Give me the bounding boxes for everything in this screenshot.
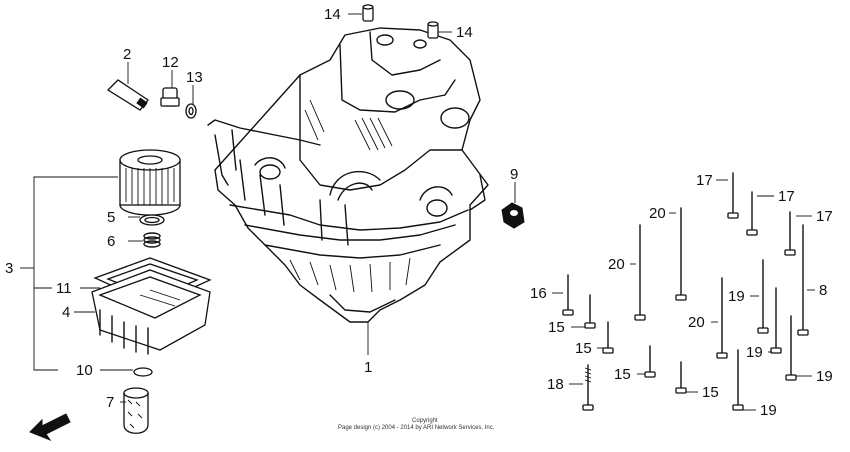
callout-15-c: 15 [614,366,631,383]
bolt-part-15-a[interactable] [584,294,596,329]
callout-15-d: 15 [702,384,719,401]
bolt-part-20-b[interactable] [634,224,646,321]
oil-filter-part[interactable] [119,149,181,216]
callout-6: 6 [107,233,115,250]
fwd-label: FWD [44,415,69,435]
washer-part-13[interactable] [185,103,197,119]
copyright-notice: Copyright Page design (c) 2004 - 2014 by… [338,418,495,431]
drain-bolt-part-12[interactable] [160,87,180,107]
o-ring-part-5[interactable] [139,214,165,226]
callout-12: 12 [162,54,179,71]
dowel-pin-14-right[interactable] [427,21,439,39]
callout-17-a: 17 [696,172,713,189]
bolt-part-20-c[interactable] [716,277,728,359]
callout-19-a: 19 [728,288,745,305]
callout-20-c: 20 [688,314,705,331]
stud-part-8[interactable] [797,224,809,336]
callout-3: 3 [5,260,13,277]
bolt-part-15-b[interactable] [602,321,614,354]
callout-9: 9 [510,166,518,183]
callout-14-right: 14 [456,24,473,41]
o-ring-part-10[interactable] [133,367,153,377]
forward-arrow: FWD [29,413,71,442]
dowel-pin-14-left[interactable] [362,4,374,22]
spring-part-6[interactable] [143,232,161,248]
bolt-part-19-b[interactable] [770,287,782,354]
bolt-part-18[interactable] [582,364,594,411]
callout-2: 2 [123,46,131,63]
bolt-part-19-a[interactable] [757,259,769,334]
callout-17-c: 17 [816,208,833,225]
callout-labels: 14 14 2 12 13 9 3 5 6 11 4 10 7 1 17 17 … [5,6,833,419]
bolt-part-19-d[interactable] [732,349,744,411]
callout-20-b: 20 [608,256,625,273]
callout-14-left: 14 [324,6,341,23]
bolt-part-15-d[interactable] [675,361,687,394]
copyright-line-1: Copyright [412,418,438,424]
callout-17-b: 17 [778,188,795,205]
bolt-part-16[interactable] [562,274,574,316]
callout-19-b: 19 [746,344,763,361]
callout-8: 8 [819,282,827,299]
callout-18: 18 [547,376,564,393]
callout-11: 11 [56,280,72,297]
crankcase-part-1[interactable] [207,27,489,323]
bolt-part-17-c[interactable] [784,211,796,256]
callout-1: 1 [364,359,372,376]
copyright-line-2: Page design (c) 2004 - 2014 by ARI Netwo… [338,425,495,431]
bolt-part-20-a[interactable] [675,207,687,301]
callout-7: 7 [106,394,114,411]
callout-16: 16 [530,285,547,302]
callout-15-b: 15 [575,340,592,357]
strainer-part-7[interactable] [123,387,149,434]
callout-10: 10 [76,362,93,379]
callout-19-d: 19 [760,402,777,419]
oil-pan-part-4[interactable] [91,269,211,355]
bolt-part-17-b[interactable] [746,191,758,236]
bolt-part-17-a[interactable] [727,172,739,219]
callout-20-a: 20 [649,205,666,222]
bolt-part-19-c[interactable] [785,315,797,381]
neutral-switch-part-2[interactable] [106,79,149,111]
callout-5: 5 [107,209,115,226]
callout-19-c: 19 [816,368,833,385]
bolt-part-15-c[interactable] [644,345,656,378]
grommet-part-9[interactable] [501,202,525,229]
callout-15-a: 15 [548,319,565,336]
callout-4: 4 [62,304,70,321]
leader-lines [20,13,815,411]
callout-13: 13 [186,69,203,86]
